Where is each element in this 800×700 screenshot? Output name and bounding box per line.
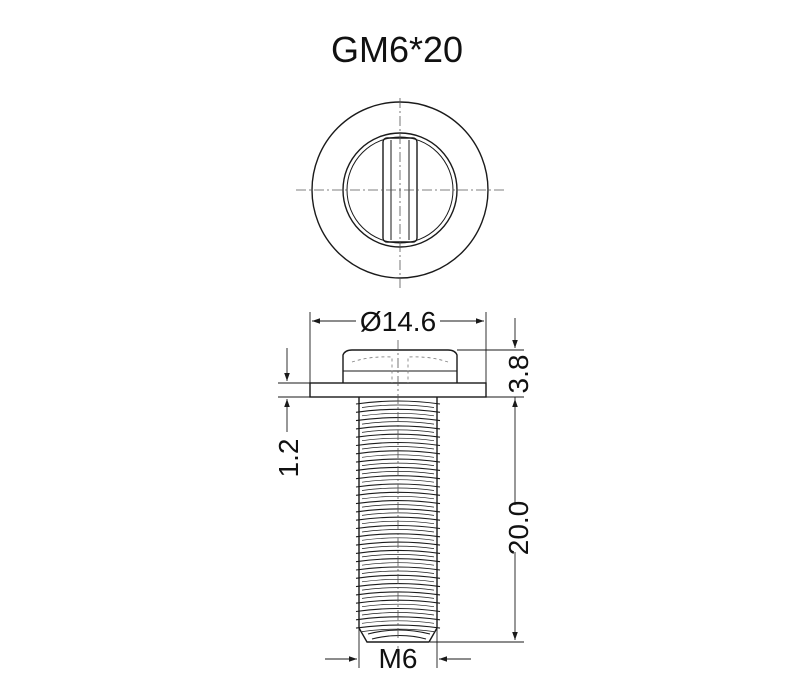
thread-crest xyxy=(355,441,441,447)
thread-crest xyxy=(355,458,441,463)
thread-crest xyxy=(355,500,441,505)
top-view-centerlines xyxy=(296,98,504,288)
thread-root xyxy=(361,495,435,500)
thread-root xyxy=(361,429,435,433)
thread-crest xyxy=(355,591,441,596)
thread-root xyxy=(361,554,435,558)
thread-tip xyxy=(367,629,431,640)
thread-crest xyxy=(355,566,441,571)
thread-root xyxy=(361,446,435,450)
thread-root xyxy=(361,570,435,574)
flange-thickness-label: 1.2 xyxy=(273,439,304,478)
dimension-lines xyxy=(278,312,524,668)
thread-root xyxy=(361,462,435,466)
thread-crest xyxy=(355,624,441,629)
hidden-slot-lines xyxy=(351,356,449,383)
thread-crest xyxy=(355,583,441,588)
thread-crest xyxy=(355,408,441,413)
thread-root xyxy=(361,404,435,408)
thread-crest xyxy=(355,475,441,480)
thread-crest xyxy=(355,516,441,521)
thread-root xyxy=(361,620,435,624)
flange-diameter-label: Ø14.6 xyxy=(360,306,436,337)
thread-crest xyxy=(355,549,441,554)
thread-length-label: 20.0 xyxy=(503,501,534,556)
thread-root xyxy=(361,512,435,516)
thread-root xyxy=(361,537,435,541)
side-view xyxy=(309,349,487,643)
thread-root xyxy=(361,603,435,608)
thread-size-label: M6 xyxy=(379,643,418,674)
screw-head xyxy=(342,349,458,383)
head-height-label: 3.8 xyxy=(503,355,534,394)
drawing-title: GM6*20 xyxy=(331,29,463,70)
thread-crest xyxy=(355,607,441,613)
